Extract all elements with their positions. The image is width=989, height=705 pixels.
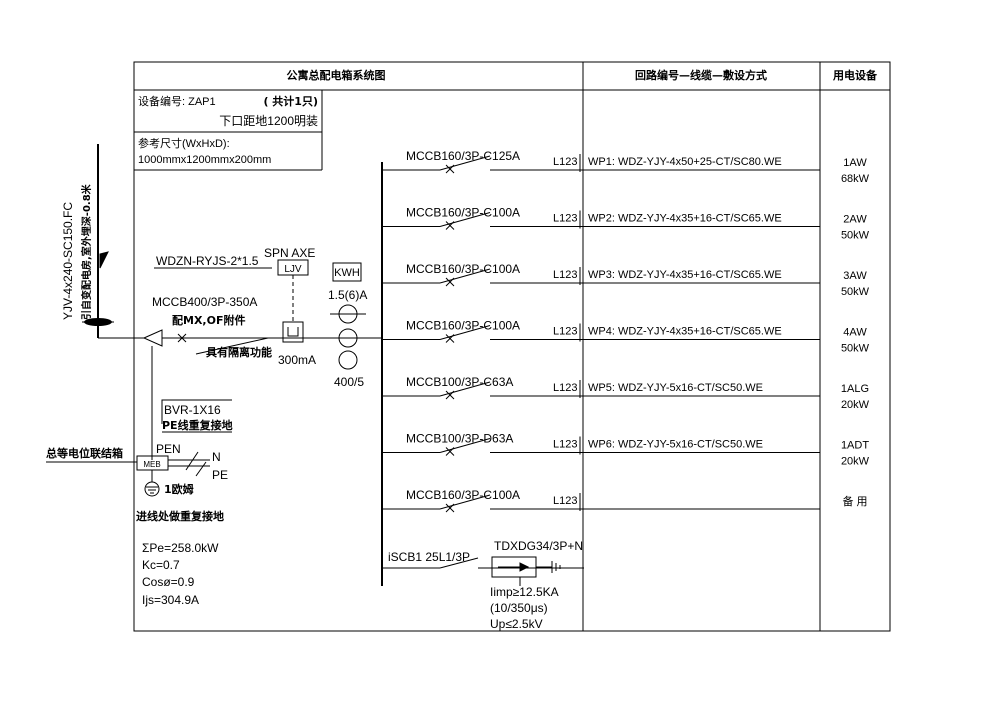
circuit-phase: L123 — [553, 156, 577, 168]
table-frame — [133, 61, 891, 632]
spd-label: SPN AXE — [264, 246, 315, 260]
load-name: 1ALG — [841, 383, 869, 395]
metering — [330, 262, 366, 370]
breaker-cross — [445, 164, 455, 174]
incoming-feeder — [82, 144, 382, 355]
device-number: 设备编号: ZAP1 — [138, 94, 216, 108]
circuit-breaker-label: MCCB160/3P-C100A — [406, 206, 520, 220]
load-power: 50kW — [841, 286, 870, 298]
breaker-cross — [445, 277, 455, 287]
total-power: ΣPe=258.0kW — [142, 541, 219, 555]
isolation-note: 具有隔离功能 — [206, 345, 272, 359]
bonding-box-label: 总等电位联结箱 — [46, 446, 123, 460]
breaker-cross — [445, 334, 455, 343]
main-breaker-accessory: 配MX,OF附件 — [172, 313, 245, 327]
breaker-cross — [445, 447, 455, 456]
size-value: 1000mmx1200mmx200mm — [138, 154, 271, 166]
earthing — [46, 346, 232, 497]
mounting-height: 下口距地1200明装 — [219, 114, 318, 128]
calculated-current: Ijs=304.9A — [142, 593, 199, 607]
load-power: 20kW — [841, 456, 870, 468]
pe-wire-label: BVR-1X16 — [164, 403, 221, 417]
load-power: 20kW — [841, 399, 870, 411]
circuit-phase: L123 — [553, 382, 577, 394]
circuit-cable-label: WP1: WDZ-YJY-4x50+25-CT/SC80.WE — [588, 156, 782, 168]
circuit-breaker-label: MCCB160/3P-C100A — [406, 319, 520, 333]
pe-label: PE — [212, 468, 228, 482]
breaker-cross — [445, 503, 455, 513]
diagram-title: 公寓总配电箱系统图 — [287, 68, 386, 82]
breaker-cross — [445, 390, 455, 400]
size-label: 参考尺寸(WxHxD): — [138, 136, 230, 150]
incoming-cable-label: YJV-4x240-SC150.FC — [61, 202, 75, 320]
spd-circuit — [382, 556, 584, 586]
pe-note: PE线重复接地 — [162, 418, 233, 432]
meb-label: MEB — [143, 460, 160, 469]
outgoing-circuits: MCCB160/3P-C125A L123 WP1: WDZ-YJY-4x50+25… — [382, 149, 870, 513]
circuit-phase: L123 — [553, 495, 577, 507]
load-name: 1AW — [843, 157, 867, 169]
spd-monitor — [154, 259, 309, 343]
ct-ratio: 400/5 — [334, 375, 364, 389]
circuit-phase: L123 — [553, 269, 577, 281]
circuit-cable-label: WP5: WDZ-YJY-5x16-CT/SC50.WE — [588, 382, 763, 394]
device-quantity: ( 共计1只) — [263, 94, 318, 108]
kwh-label: KWH — [334, 267, 360, 279]
main-breaker-label: MCCB400/3P-350A — [152, 295, 257, 309]
equipment-column-header: 用电设备 — [833, 68, 878, 82]
circuit-breaker-label: MCCB160/3P-C100A — [406, 488, 520, 502]
ljv-label: LJV — [284, 264, 302, 275]
kwh-rating: 1.5(6)A — [328, 288, 367, 302]
incoming-source-note: 引自变配电房,室外埋深-0.8米 — [80, 183, 93, 320]
circuit-cable-label: WP4: WDZ-YJY-4x35+16-CT/SC65.WE — [588, 326, 782, 338]
repeat-earthing-note: 进线处做重复接地 — [136, 509, 224, 523]
panel-info-box — [134, 90, 323, 171]
circuit-cable-label: WP2: WDZ-YJY-4x35+16-CT/SC65.WE — [588, 213, 782, 225]
breaker-cross — [445, 221, 455, 230]
spd-model: TDXDG34/3P+N — [494, 539, 583, 553]
spd-breaker: iSCB1 25L1/3P — [388, 550, 470, 564]
load-power: 50kW — [841, 230, 870, 242]
circuit-phase: L123 — [553, 213, 577, 225]
power-factor: Cosø=0.9 — [142, 575, 195, 589]
circuit-breaker-label: MCCB160/3P-C125A — [406, 149, 520, 163]
spd-iimp: Iimp≥12.5KA — [490, 585, 559, 599]
circuit-cable-label: WP3: WDZ-YJY-4x35+16-CT/SC65.WE — [588, 269, 782, 281]
load-name: 3AW — [843, 270, 867, 282]
load-name: 4AW — [843, 327, 867, 339]
rcd-label: 300mA — [278, 353, 316, 367]
circuit-breaker-label: MCCB160/3P-C100A — [406, 262, 520, 276]
load-power: 50kW — [841, 343, 870, 355]
load-name: 备 用 — [842, 494, 867, 508]
circuit-breaker-label: MCCB100/3P-D63A — [406, 432, 513, 446]
spd-wire-label: WDZN-RYJS-2*1.5 — [156, 254, 259, 268]
circuit-column-header: 回路编号—线缆—敷设方式 — [635, 68, 767, 82]
demand-factor: Kc=0.7 — [142, 558, 180, 572]
spd-waveform: (10/350μs) — [490, 601, 548, 615]
load-power: 68kW — [841, 173, 870, 185]
load-name: 2AW — [843, 214, 867, 226]
circuit-phase: L123 — [553, 439, 577, 451]
earth-resistance: 1欧姆 — [164, 482, 194, 496]
load-name: 1ADT — [841, 440, 869, 452]
circuit-breaker-label: MCCB100/3P-C63A — [406, 375, 513, 389]
circuit-cable-label: WP6: WDZ-YJY-5x16-CT/SC50.WE — [588, 439, 763, 451]
spd-up: Up≤2.5kV — [490, 617, 543, 631]
circuit-phase: L123 — [553, 326, 577, 338]
n-label: N — [212, 450, 221, 464]
pen-label: PEN — [156, 442, 181, 456]
